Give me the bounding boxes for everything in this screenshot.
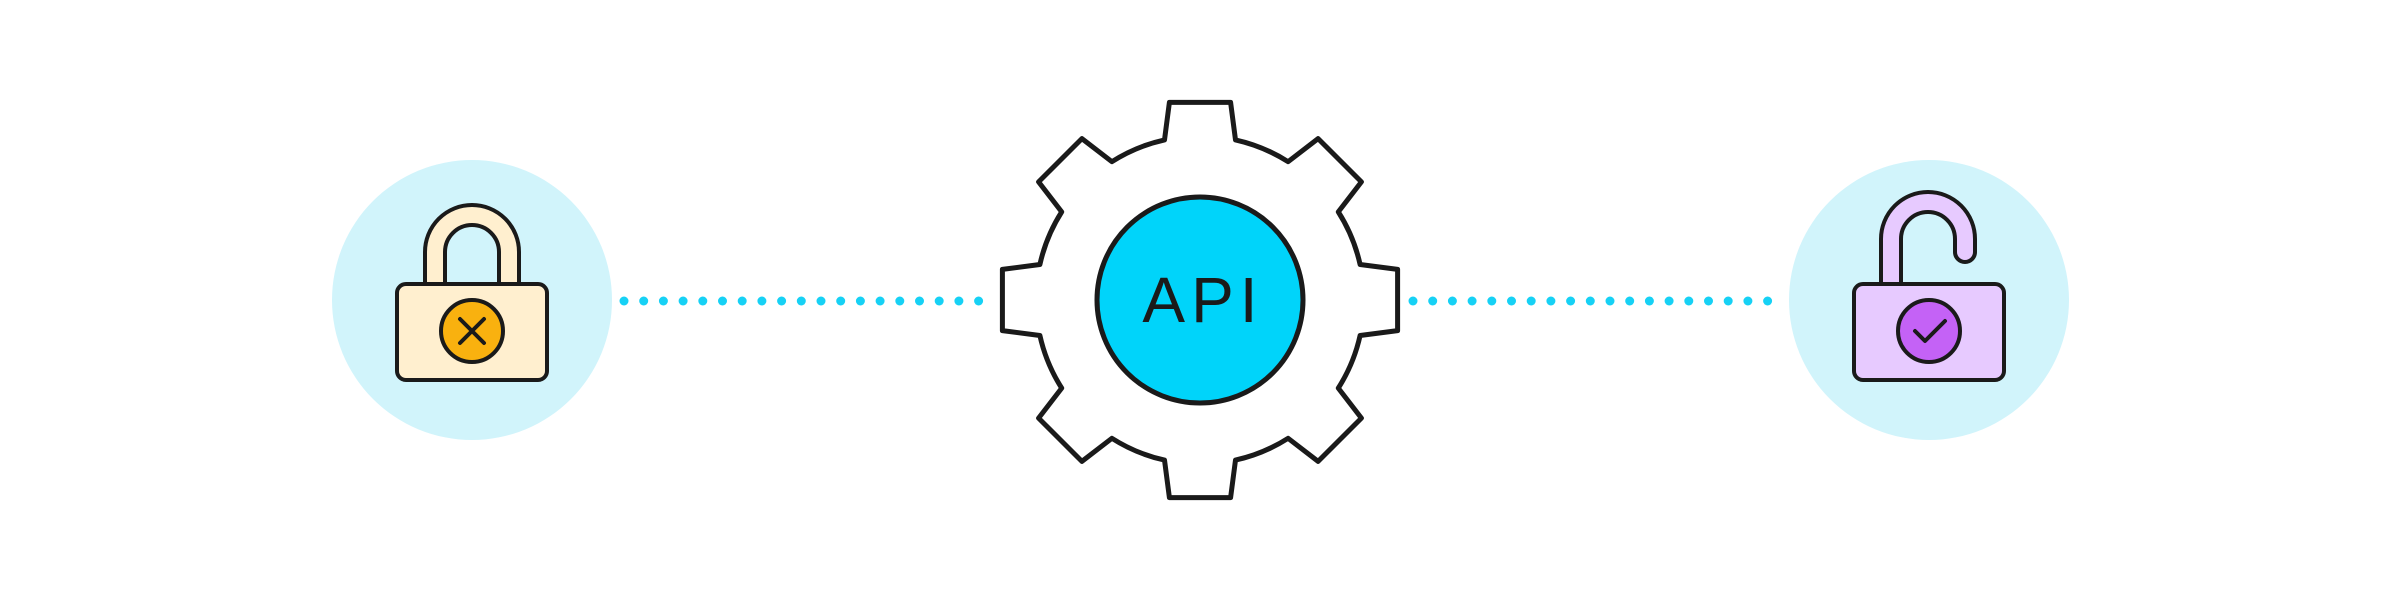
connector-dot <box>757 296 767 306</box>
connector-dot <box>1743 296 1753 306</box>
connector-dot <box>836 296 846 306</box>
api-label: API <box>1142 264 1263 336</box>
connector-dot <box>974 296 984 306</box>
left-dotted-connector <box>619 296 984 306</box>
connector-dot <box>1566 296 1576 306</box>
connector-dot <box>1684 296 1694 306</box>
connector-dot <box>1763 296 1773 306</box>
connector-dot <box>1408 296 1418 306</box>
connector-dot <box>698 296 708 306</box>
connector-dot <box>1467 296 1477 306</box>
padlock-locked-x-icon <box>395 203 549 382</box>
connector-dot <box>934 296 944 306</box>
connector-dot <box>1487 296 1497 306</box>
connector-dot <box>895 296 905 306</box>
connector-dot <box>1428 296 1438 306</box>
api-core-circle <box>1094 194 1306 406</box>
connector-dot <box>718 296 727 306</box>
connector-dot <box>1605 296 1615 306</box>
connector-dot <box>1507 296 1516 306</box>
api-gear-group: API <box>999 99 1401 501</box>
connector-dot <box>915 296 924 306</box>
connector-dot <box>954 296 964 306</box>
locked-padlock-group <box>332 160 612 440</box>
connector-dot <box>777 296 787 306</box>
connector-dot <box>1723 296 1733 306</box>
connector-dot <box>658 296 668 306</box>
right-dotted-connector <box>1408 296 1773 306</box>
connector-dot <box>816 296 826 306</box>
connector-dot <box>737 296 747 306</box>
connector-dot <box>1585 296 1595 306</box>
connector-dot <box>1526 296 1536 306</box>
padlock-unlocked-check-icon <box>1852 190 2006 382</box>
connector-dot <box>1546 296 1556 306</box>
connector-dot <box>1704 296 1713 306</box>
connector-dot <box>639 296 649 306</box>
unlocked-padlock-group <box>1789 160 2069 440</box>
connector-dot <box>678 296 688 306</box>
connector-dot <box>875 296 885 306</box>
connector-dot <box>1664 296 1674 306</box>
connector-dot <box>1447 296 1457 306</box>
check-mark-icon <box>1913 319 1947 343</box>
connector-dot <box>796 296 806 306</box>
connector-dot <box>855 296 865 306</box>
connector-dot <box>1644 296 1654 306</box>
x-mark-icon <box>458 317 486 345</box>
check-badge-circle <box>1896 298 1962 364</box>
connector-dot <box>1625 296 1635 306</box>
connector-dot <box>619 296 629 306</box>
padlock-shackle <box>423 203 521 286</box>
padlock-open-shackle <box>1879 190 1977 286</box>
